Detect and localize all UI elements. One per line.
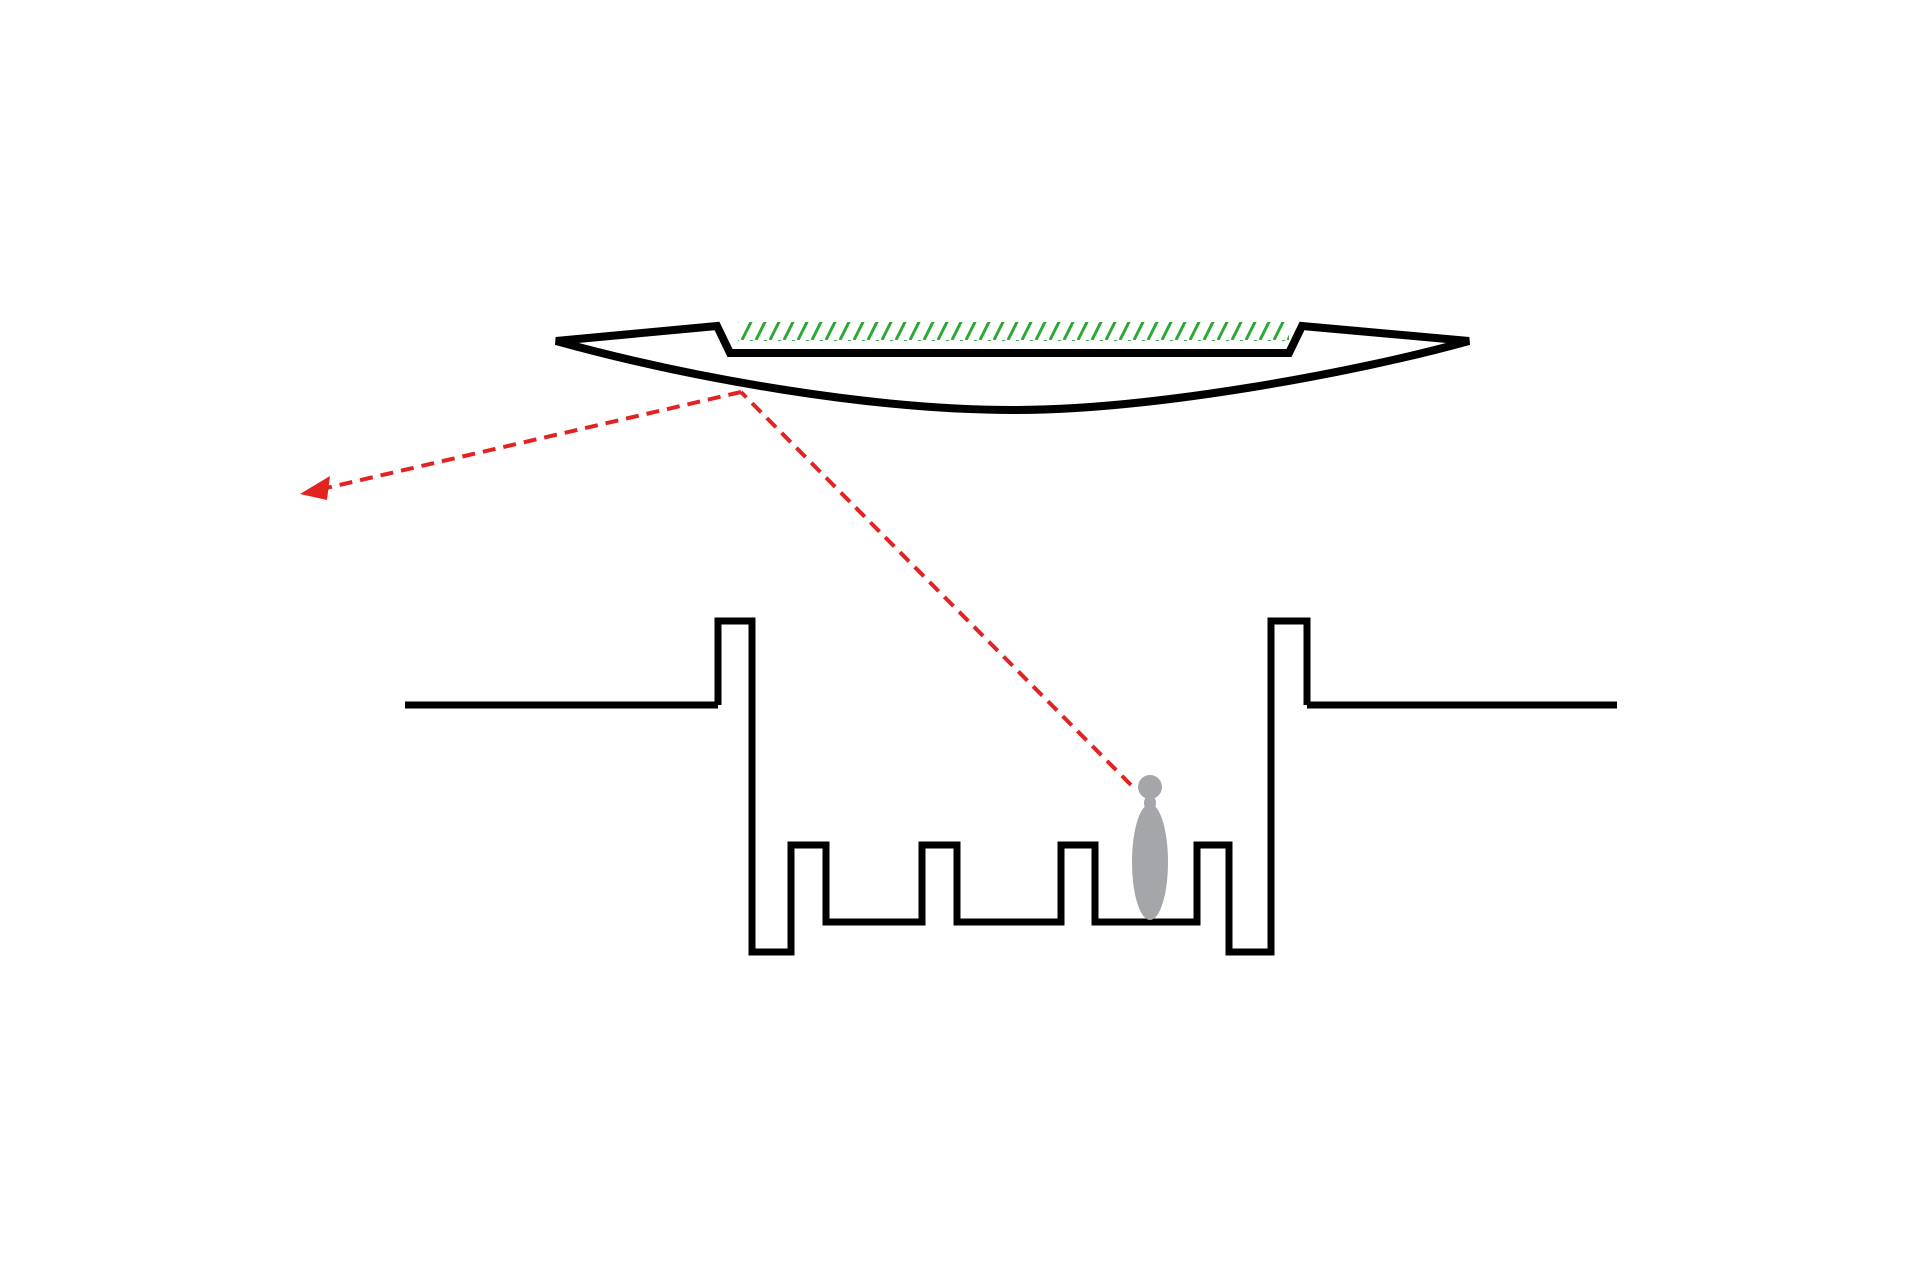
- person-body: [1132, 804, 1168, 920]
- arrow-head: [300, 476, 330, 500]
- sightline-to-roof: [739, 390, 1133, 787]
- sunken-courtyard-section: [714, 617, 1311, 956]
- green-hatched-roof-surface: [738, 322, 1289, 341]
- standing-person-figure: [1132, 775, 1168, 920]
- reflected-sightline-arrow: [321, 390, 742, 491]
- canopy-roof: [554, 321, 1471, 415]
- person-head: [1138, 775, 1162, 799]
